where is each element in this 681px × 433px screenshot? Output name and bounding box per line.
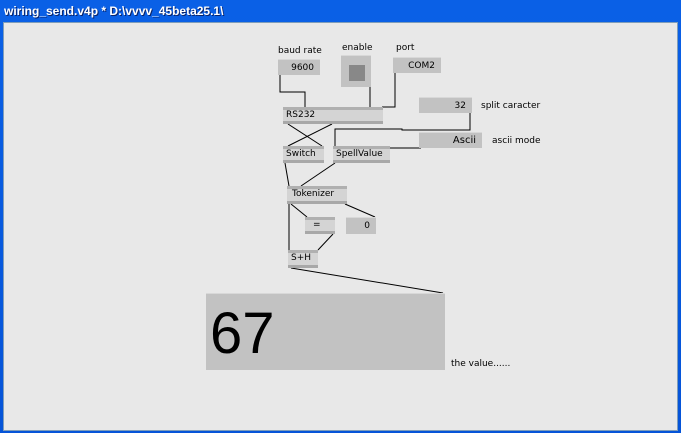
rs232-node[interactable]: RS232 [283, 107, 383, 124]
enable-toggle[interactable] [341, 55, 371, 87]
spellvalue-node[interactable]: SpellValue [333, 146, 390, 163]
window-title: wiring_send.v4p * D:\vvvv_45beta25.1\ [4, 4, 224, 18]
ascii-mode-input[interactable]: Ascii [419, 132, 482, 148]
port-label: port [396, 43, 415, 53]
baud-rate-label: baud rate [278, 46, 322, 56]
toggle-square-icon [349, 65, 365, 81]
baud-rate-input[interactable]: 9600 [278, 59, 320, 75]
switch-node[interactable]: Switch [283, 146, 324, 163]
split-character-label: split caracter [481, 101, 541, 111]
enable-label: enable [342, 43, 373, 53]
tokenizer-node[interactable]: Tokenizer [287, 186, 347, 204]
sample-hold-node[interactable]: S+H [288, 250, 318, 268]
split-character-input[interactable]: 32 [419, 97, 472, 113]
ascii-mode-label: ascii mode [492, 136, 541, 146]
value-label: the value...... [451, 359, 511, 369]
port-input[interactable]: COM2 [393, 57, 441, 73]
equals-node[interactable]: = [305, 217, 335, 234]
value-display[interactable]: 67 [206, 293, 445, 370]
zero-input[interactable]: 0 [346, 217, 376, 234]
